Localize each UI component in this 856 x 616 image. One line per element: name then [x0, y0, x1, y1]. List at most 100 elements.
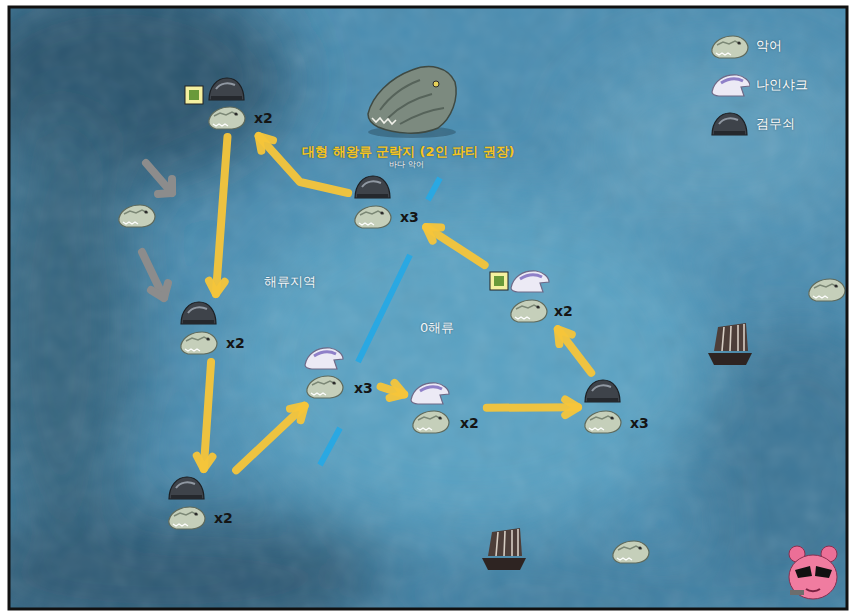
count-label: x3 — [630, 416, 649, 430]
mascot-item — [790, 590, 804, 595]
treasure-frame — [185, 86, 203, 104]
shark-stripe — [721, 78, 743, 82]
beetle-shell — [181, 302, 216, 324]
beetle-shine — [216, 83, 235, 89]
mascot — [789, 546, 837, 599]
nine-shark-icon — [411, 383, 449, 404]
count-label: x2 — [254, 111, 273, 125]
beetle-shine — [188, 307, 207, 313]
arrow-shaft — [558, 329, 591, 373]
current-dash — [358, 255, 410, 362]
sea-ground — [9, 7, 847, 609]
monster-group: x3 — [582, 376, 653, 438]
monster-group: x2 — [178, 298, 249, 358]
arrow-head — [197, 456, 213, 469]
route-arrow — [209, 137, 227, 294]
crocodile-icon — [307, 376, 343, 398]
crocodile-icon — [209, 107, 245, 129]
crocodile-eye — [144, 210, 147, 213]
legend-label: 나인샤크 — [756, 76, 808, 94]
arrow-head — [390, 383, 405, 398]
zone-label: 0해류 — [420, 321, 454, 335]
arrow-head — [558, 329, 572, 344]
crocodile-eye — [438, 416, 441, 419]
crocodile-head — [169, 507, 205, 529]
mascot-body — [789, 555, 837, 599]
crocodile-head — [413, 411, 449, 433]
crocodile-teeth — [716, 53, 731, 55]
map-frame — [9, 7, 847, 609]
crocodile-teeth — [515, 317, 530, 319]
black-beetle-icon — [181, 302, 216, 324]
crocodile-icon — [712, 36, 748, 58]
mascot-sunglasses — [795, 566, 832, 578]
shark-stripe — [420, 387, 442, 391]
crocodile-eye — [536, 305, 539, 308]
nine-shark-icon — [305, 348, 343, 369]
grey-arrow-head — [151, 283, 168, 298]
ship — [708, 323, 752, 365]
arrow-shaft — [216, 137, 228, 294]
crocodile-ridges — [590, 416, 614, 420]
crocodile-head — [712, 36, 748, 58]
crocodile-ridges — [618, 546, 642, 550]
arrow-head — [290, 406, 305, 420]
crocodile-icon — [355, 206, 391, 228]
legend-item: 악어 — [710, 26, 808, 65]
water-texture — [9, 7, 847, 609]
crocodile-icon — [413, 411, 449, 433]
crocodile-ridges — [717, 41, 741, 45]
crocodile-eye — [737, 41, 740, 44]
crocodile-eye — [433, 81, 439, 87]
shark-body — [511, 271, 549, 292]
crocodile-teeth — [417, 428, 432, 430]
crocodile-eye — [638, 546, 641, 549]
route-arrow — [236, 406, 304, 471]
crocodile-icon — [613, 541, 649, 563]
beetle-shell — [712, 113, 747, 135]
beetle-shell — [355, 176, 390, 198]
route-arrow — [381, 383, 405, 398]
beetle-base — [714, 131, 745, 135]
crocodile-teeth — [359, 223, 374, 225]
crocodile-teeth — [173, 524, 188, 526]
beetle-base — [183, 320, 214, 324]
crocodile-head — [809, 279, 845, 301]
shark-body — [305, 348, 343, 369]
crocodile-head — [119, 205, 155, 227]
legend-icon — [710, 32, 750, 60]
nine-shark-icon — [511, 271, 549, 292]
legend-item: 나인샤크 — [710, 65, 808, 104]
ship-sail — [488, 528, 522, 556]
crocodile-head — [368, 67, 456, 134]
count-label: x2 — [214, 511, 233, 525]
crocodile-head — [613, 541, 649, 563]
crocodile-teeth — [185, 349, 200, 351]
crocodile-head — [585, 411, 621, 433]
monster-group: x2 — [166, 473, 237, 533]
crocodile-teeth — [213, 124, 228, 126]
route-arrow — [197, 362, 213, 469]
crocodile-teeth — [617, 558, 632, 560]
shark-body — [712, 74, 750, 95]
legend: 악어나인샤크검무쇠 — [710, 26, 808, 143]
black-beetle-icon — [169, 477, 204, 499]
beetle-shell — [169, 477, 204, 499]
crocodile-icon — [585, 411, 621, 433]
arrow-shaft — [487, 403, 578, 412]
monster-group: x2 — [408, 378, 483, 438]
route-arrow — [426, 227, 485, 265]
crocodile-ridges — [516, 305, 540, 309]
ship — [482, 528, 526, 570]
beetle-shell — [585, 380, 620, 402]
crocodile-teeth — [589, 428, 604, 430]
area-title: 대형 해왕류 군락지 (2인 파티 권장) — [302, 145, 515, 159]
arrow-head — [259, 136, 273, 151]
treasure-core — [494, 276, 504, 286]
black-beetle-icon — [585, 380, 620, 402]
crocodile-eye — [380, 211, 383, 214]
arrow-shaft — [426, 227, 485, 265]
monster-group: x2 — [488, 266, 577, 326]
beetle-base — [211, 96, 242, 100]
